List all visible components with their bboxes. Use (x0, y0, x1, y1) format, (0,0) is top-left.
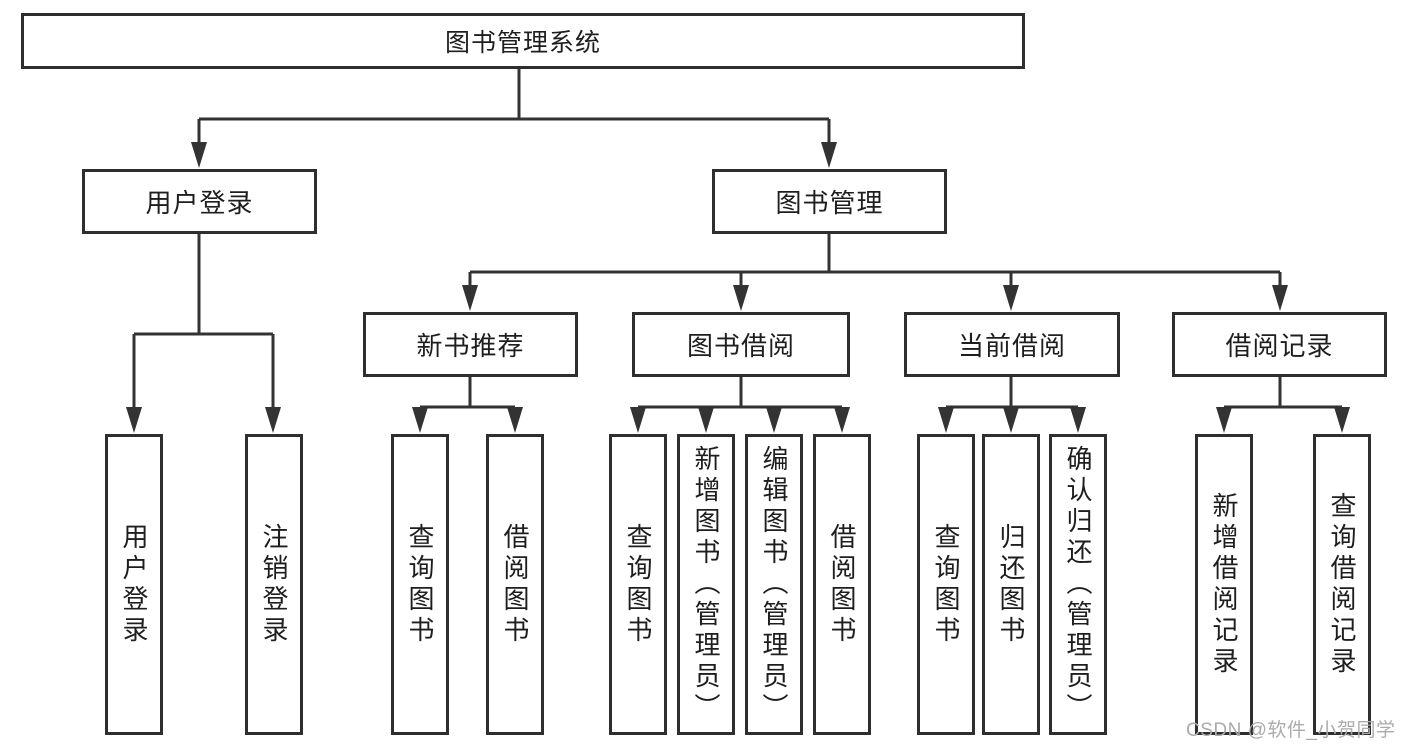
node-user-login-label: 用户登录 (145, 188, 254, 218)
leaf-add-books-admin-label: 新增图书（管理员） (691, 445, 721, 724)
node-borrow-records-label: 借阅记录 (1225, 331, 1334, 361)
leaf-logout-login: 注销登录 (245, 434, 303, 735)
leaf-borrow-query-books: 查询图书 (609, 434, 667, 735)
node-root: 图书管理系统 (21, 13, 1025, 69)
leaf-edit-books-admin: 编辑图书（管理员） (745, 434, 803, 735)
node-current-borrow: 当前借阅 (904, 312, 1120, 377)
leaf-recommend-borrow-books-label: 借阅图书 (500, 522, 530, 647)
csdn-watermark: CSDN @软件_小贺同学 (1186, 720, 1396, 741)
leaf-query-borrow-record: 查询借阅记录 (1313, 434, 1371, 735)
node-new-book-recommend-label: 新书推荐 (416, 331, 525, 361)
leaf-edit-books-admin-label: 编辑图书（管理员） (759, 445, 789, 724)
node-book-management: 图书管理 (712, 169, 947, 234)
leaf-confirm-return-admin-label: 确认归还（管理员） (1063, 445, 1093, 724)
leaf-borrow-books: 借阅图书 (813, 434, 871, 735)
leaf-borrow-books-label: 借阅图书 (827, 522, 857, 647)
node-user-login: 用户登录 (82, 169, 317, 234)
node-borrow-records: 借阅记录 (1172, 312, 1387, 377)
leaf-recommend-query-books-label: 查询图书 (405, 522, 435, 647)
node-root-label: 图书管理系统 (444, 29, 601, 57)
leaf-current-query-books: 查询图书 (917, 434, 975, 735)
leaf-confirm-return-admin: 确认归还（管理员） (1049, 434, 1107, 735)
node-book-borrow: 图书借阅 (632, 312, 850, 377)
leaf-user-login-label: 用户登录 (119, 522, 149, 647)
node-new-book-recommend: 新书推荐 (363, 312, 578, 377)
leaf-return-books-label: 归还图书 (996, 522, 1026, 647)
leaf-return-books: 归还图书 (982, 434, 1040, 735)
leaf-logout-login-label: 注销登录 (259, 522, 289, 647)
node-book-borrow-label: 图书借阅 (686, 331, 795, 361)
node-book-management-label: 图书管理 (775, 188, 884, 218)
leaf-user-login: 用户登录 (105, 434, 163, 735)
leaf-add-books-admin: 新增图书（管理员） (677, 434, 735, 735)
leaf-query-borrow-record-label: 查询借阅记录 (1327, 491, 1357, 678)
leaf-recommend-borrow-books: 借阅图书 (486, 434, 544, 735)
leaf-borrow-query-books-label: 查询图书 (623, 522, 653, 647)
leaf-recommend-query-books: 查询图书 (391, 434, 449, 735)
leaf-add-borrow-record: 新增借阅记录 (1195, 434, 1253, 735)
leaf-add-borrow-record-label: 新增借阅记录 (1209, 491, 1239, 678)
leaf-current-query-books-label: 查询图书 (931, 522, 961, 647)
node-current-borrow-label: 当前借阅 (957, 331, 1066, 361)
